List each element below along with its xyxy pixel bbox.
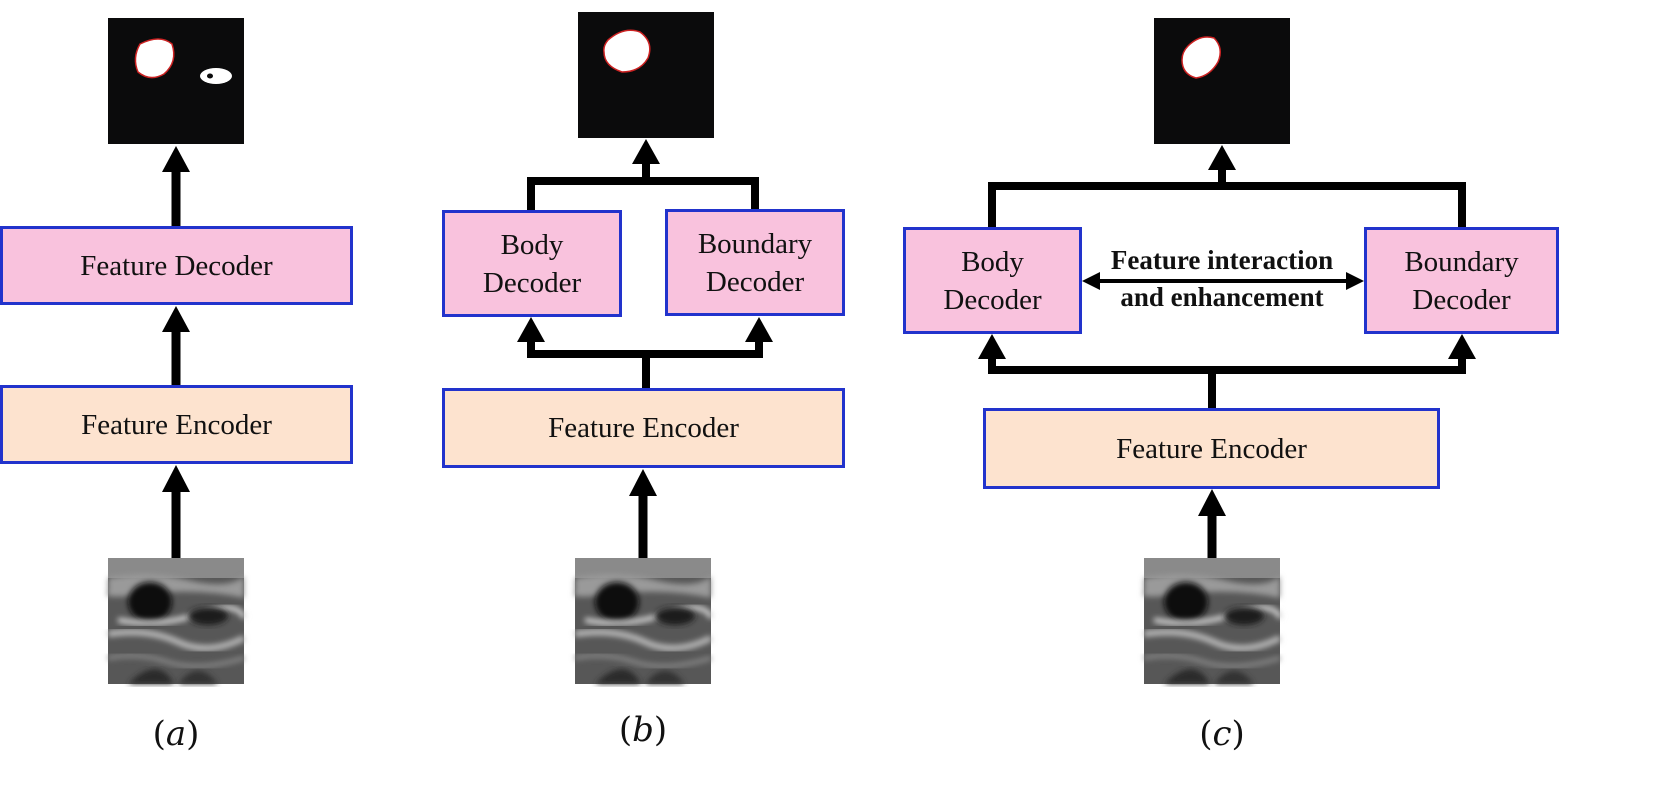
body-decoder-c-line2: Decoder <box>943 283 1042 316</box>
arrow-input-to-encoder-b <box>629 469 657 558</box>
body-decoder-c-line1: Body <box>961 245 1024 278</box>
arrow-head-output-b <box>632 139 660 164</box>
mask-lesion-c <box>1181 36 1221 79</box>
body-decoder-b-line1: Body <box>500 228 564 261</box>
arrow-input-to-encoder-c <box>1198 489 1226 558</box>
arrow-decoder-to-output-a <box>162 146 190 226</box>
ultrasound-input-b <box>573 558 711 684</box>
connector-decoders-to-output-b <box>527 162 759 210</box>
feature-encoder-c-label: Feature Encoder <box>1116 432 1307 465</box>
boundary-decoder-c: Boundary Decoder <box>1364 227 1559 334</box>
arrow-encoder-to-decoder-a <box>162 306 190 386</box>
caption-b: (b) <box>618 710 668 750</box>
caption-a: (a) <box>152 714 200 754</box>
mask-lesion-a <box>134 38 175 79</box>
mask-lesion-b <box>603 29 651 73</box>
body-decoder-b-line2: Decoder <box>482 266 582 299</box>
body-decoder-c: Body Decoder <box>903 227 1082 334</box>
arrow-head-boundary-c <box>1448 334 1476 359</box>
mask-spot-a <box>200 68 232 84</box>
caption-a-letter: a <box>165 714 187 754</box>
feature-decoder-a-label: Feature Decoder <box>80 249 273 282</box>
feature-encoder-c: Feature Encoder <box>983 408 1440 489</box>
feature-encoder-b-label: Feature Encoder <box>548 412 739 444</box>
arrow-head-output-c <box>1208 145 1236 170</box>
connector-decoders-to-output-c <box>988 168 1466 228</box>
boundary-decoder-c-line1: Boundary <box>1404 245 1519 278</box>
mask-output-c <box>1154 18 1290 144</box>
mask-output-b <box>578 12 714 138</box>
boundary-decoder-c-line2: Decoder <box>1412 283 1511 316</box>
body-decoder-b: Body Decoder <box>442 210 622 317</box>
interaction-double-arrow <box>1082 272 1364 290</box>
feature-encoder-a-label: Feature Encoder <box>81 408 272 441</box>
interaction-label-line2: and enhancement <box>1120 282 1324 312</box>
feature-encoder-a: Feature Encoder <box>0 385 353 464</box>
ultrasound-input-c <box>1142 558 1280 684</box>
arrow-head-body-c <box>978 334 1006 359</box>
caption-c-letter: c <box>1212 714 1232 754</box>
interaction-label: Feature interaction and enhancement <box>1088 242 1356 316</box>
arrow-head-body-b <box>517 317 545 342</box>
boundary-decoder-b: Boundary Decoder <box>665 209 845 316</box>
caption-c: (c) <box>1199 714 1245 754</box>
arrow-head-boundary-b <box>745 317 773 342</box>
connector-encoder-to-decoders-c <box>988 357 1466 409</box>
boundary-decoder-b-line2: Decoder <box>705 265 805 298</box>
interaction-label-line1: Feature interaction <box>1110 245 1334 275</box>
feature-encoder-b: Feature Encoder <box>442 388 845 468</box>
arrow-input-to-encoder-a <box>162 465 190 558</box>
ultrasound-input-a <box>106 558 244 684</box>
connector-encoder-to-decoders-b <box>527 340 763 389</box>
caption-b-letter: b <box>632 710 654 750</box>
boundary-decoder-b-line1: Boundary <box>697 227 813 260</box>
feature-decoder-a: Feature Decoder <box>0 226 353 305</box>
